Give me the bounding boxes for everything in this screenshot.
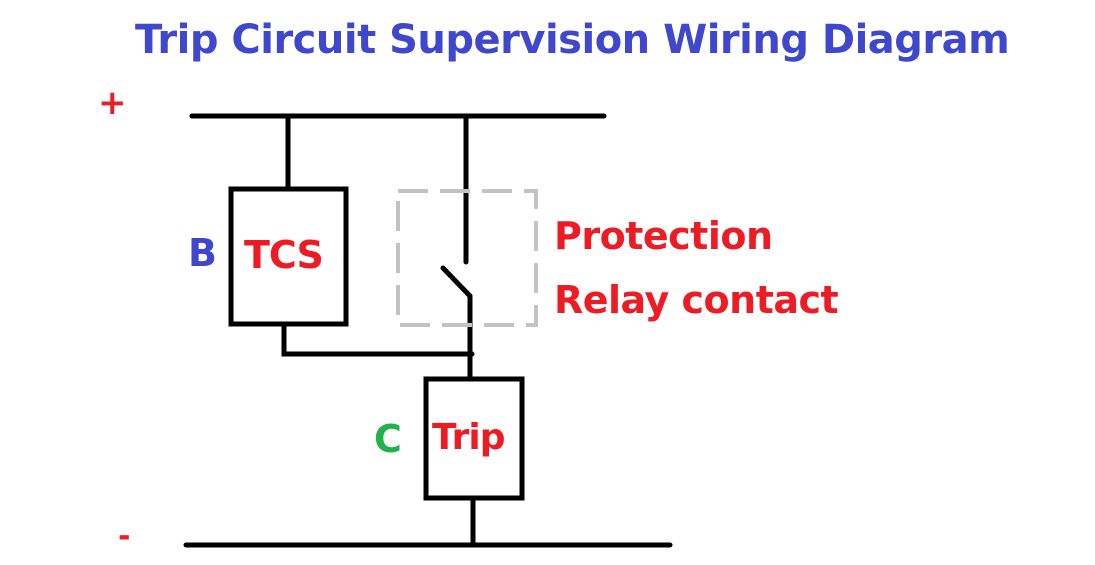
point-b-label: B <box>188 231 217 275</box>
tcs-box <box>228 186 349 327</box>
negative-terminal-label: - <box>118 519 131 554</box>
tcs-label: TCS <box>244 233 324 277</box>
tcs-return-wire <box>281 321 475 357</box>
relay-switch-blade <box>440 265 473 299</box>
relay-contact-label-line1: Protection <box>554 214 773 258</box>
point-c-label: C <box>374 417 402 461</box>
positive-terminal-label: + <box>98 83 127 123</box>
relay-contact-label-line2: Relay contact <box>554 278 839 322</box>
relay-contact-dashed-box <box>396 189 538 327</box>
diagram-title: Trip Circuit Supervision Wiring Diagram <box>135 17 1010 63</box>
trip-coil-label: Trip <box>432 417 505 458</box>
